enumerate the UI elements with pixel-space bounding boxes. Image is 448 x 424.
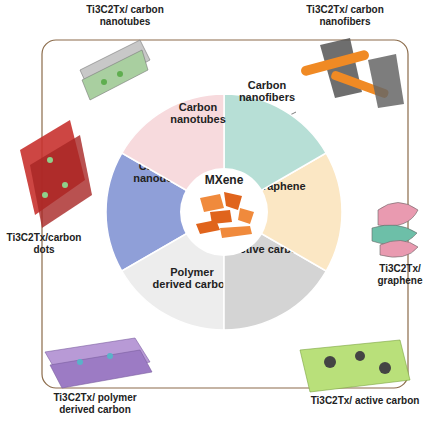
cnt-composite-art <box>80 40 150 100</box>
composite-label: Ti3C2Tx/ carbon nanotubes <box>85 4 165 27</box>
mxene-flake <box>224 192 242 210</box>
sector-icons <box>132 105 310 303</box>
sector-label: Polymer derived carbon <box>152 266 232 290</box>
ac-composite-art <box>300 340 410 392</box>
composite-label: Ti3C2Tx/ graphene <box>360 263 440 286</box>
graphene-composite-art <box>372 203 418 258</box>
mxene-flake <box>210 210 232 224</box>
sector-wedge <box>224 153 342 271</box>
composite-label: Ti3C2Tx/ active carbon <box>310 395 420 407</box>
mxene-flake <box>238 208 254 224</box>
center-label: MXene <box>180 174 268 187</box>
mxene-flake <box>220 226 252 238</box>
sector-label: Carbon nanotubes <box>163 101 233 125</box>
composite-label: Ti3C2Tx/carbon dots <box>4 232 84 255</box>
sector-label: Carbon nanofibers <box>232 79 302 103</box>
composite-label: Ti3C2Tx/ polymer derived carbon <box>40 392 150 415</box>
composite-label: Ti3C2Tx/ carbon nanofibers <box>300 4 390 27</box>
cd-composite-art <box>20 120 92 228</box>
sector-label: Carbon nanodots <box>128 160 188 184</box>
mxene-flake <box>200 194 224 212</box>
center-circle: MXene <box>180 168 268 256</box>
cnf-composite-art <box>300 38 404 108</box>
pdc-composite-art <box>45 338 152 388</box>
sector-wedge <box>122 212 224 330</box>
